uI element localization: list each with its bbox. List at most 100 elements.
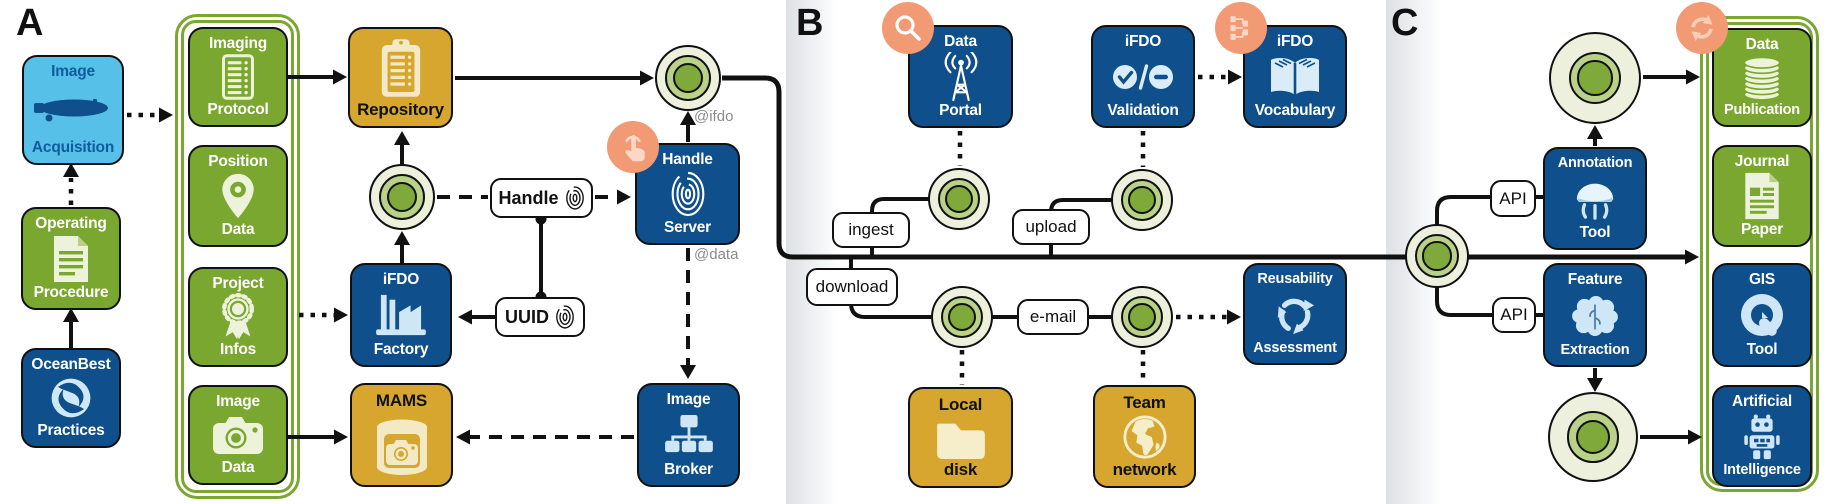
image-acquisition-label-top: Image [51,63,95,80]
annotation-tool-node[interactable]: Annotation Tool [1543,147,1647,250]
reusability-assessment-label-top: Reusability [1257,271,1333,287]
database-stack-icon [1743,56,1781,101]
download-pill[interactable]: download [806,268,898,306]
imaging-protocol-node[interactable]: Imaging Protocol [188,27,288,127]
project-infos-label-bottom: Infos [219,340,257,358]
email-pill[interactable]: e-mail [1017,299,1089,335]
position-data-node[interactable]: Position Data [188,145,288,247]
imaging-protocol-label-bottom: Protocol [207,100,269,118]
touch-action-badge [607,121,659,173]
upload-pill[interactable]: upload [1012,209,1090,245]
brain-icon [1572,295,1618,336]
search-icon [895,15,921,41]
factory-icon [376,294,426,336]
ifdo-factory-label-top: iFDO [382,271,420,288]
oceanbest-wave-icon [51,378,91,418]
data-publication-node[interactable]: Data Publication [1712,28,1812,127]
camera-icon [213,417,263,454]
touch-hand-icon [625,134,645,162]
check-minus-icon [1113,63,1173,90]
api-pill-bottom-label: API [1500,305,1528,324]
team-network-label-bottom: network [1112,460,1177,480]
at-ifdo-annotation: @ifdo [694,108,734,125]
ifdo-validation-label-bottom: Validation [1107,101,1179,119]
handle-server-label-top: Handle [662,151,713,168]
fingerprint-icon [671,171,704,217]
uuid-pill[interactable]: UUID [495,297,585,337]
api-pill-top[interactable]: API [1490,180,1536,217]
artificial-intelligence-node[interactable]: Artificial Intelligence [1712,385,1812,487]
annotation-tool-label-bottom: Tool [1579,223,1611,241]
reusability-assessment-label-bottom: Assessment [1253,339,1337,356]
milestone-node [1549,32,1641,124]
download-pill-label: download [815,277,889,296]
feature-extraction-node[interactable]: Feature Extraction [1543,263,1647,367]
jellyfish-icon [1576,183,1614,220]
project-infos-label-top: Project [212,275,264,292]
fingerprint-icon [556,305,574,329]
milestone-node [1111,286,1173,348]
ifdo-validation-label-top: iFDO [1124,33,1162,50]
data-portal-label-top: Data [944,33,977,50]
section-a-label: A [16,2,44,44]
data-publication-label-bottom: Publication [1724,101,1800,118]
uuid-pill-label: UUID [505,306,549,327]
local-disk-node[interactable]: Local disk [908,387,1013,488]
ifdo-factory-node[interactable]: iFDO Factory [350,263,452,367]
refresh-arrows-icon [1691,15,1713,41]
position-data-label-top: Position [208,153,268,170]
oceanbest-practices-label-top: OceanBest [31,356,111,373]
operating-procedure-node[interactable]: Operating Procedure [21,207,121,310]
map-pin-icon [222,173,254,219]
repository-label: Repository [357,100,444,120]
local-disk-label-bottom: disk [943,460,978,480]
journal-paper-label-top: Journal [1734,153,1790,170]
milestone-node [369,164,435,230]
repository-node[interactable]: Repository [348,27,453,128]
image-broker-label-bottom: Broker [664,460,713,478]
image-acquisition-node[interactable]: Image Acquisition [22,55,124,165]
antenna-icon [944,51,977,101]
award-ribbon-icon [222,293,254,340]
email-pill-label: e-mail [1029,307,1077,326]
journal-paper-label-bottom: Paper [1740,220,1784,238]
mams-node[interactable]: MAMS [350,383,453,487]
ingest-pill[interactable]: ingest [832,212,910,248]
image-broker-node[interactable]: Image Broker [637,383,740,487]
team-network-node[interactable]: Team network [1093,385,1196,488]
local-disk-label-top: Local [938,395,983,414]
ifdo-factory-label-bottom: Factory [373,340,429,358]
milestone-node [1548,392,1638,482]
handle-pid-pill[interactable]: Handle [490,178,593,218]
api-pill-top-label: API [1499,188,1527,208]
globe-icon [1122,414,1167,459]
upload-pill-label: upload [1025,217,1077,236]
gis-tool-node[interactable]: GIS Tool [1712,263,1812,367]
imaging-protocol-label-top: Imaging [208,35,268,52]
section-b-label: B [796,2,824,44]
artificial-intelligence-label-top: Artificial [1731,393,1792,410]
gis-tool-label-bottom: Tool [1746,340,1778,358]
reusability-assessment-node[interactable]: Reusability Assessment [1243,263,1347,365]
ifdo-validation-node[interactable]: iFDO Validation [1091,25,1195,128]
vocabulary-graph-badge [1215,2,1267,54]
milestone-node [1111,169,1173,231]
mams-label: MAMS [375,391,428,410]
journal-paper-node[interactable]: Journal Paper [1712,145,1812,247]
document-icon [54,235,88,282]
ifdo-vocabulary-label-bottom: Vocabulary [1254,101,1336,119]
image-data-label-top: Image [216,393,260,410]
gis-tool-label-top: GIS [1748,271,1776,288]
api-pill-bottom[interactable]: API [1492,297,1536,333]
recycle-badge [1676,2,1728,54]
image-data-node[interactable]: Image Data [188,385,288,485]
team-network-label-top: Team [1123,393,1166,412]
oceanbest-practices-node[interactable]: OceanBest Practices [21,348,121,448]
operating-procedure-label-bottom: Procedure [33,283,109,301]
project-infos-node[interactable]: Project Infos [188,267,288,367]
folder-icon [936,423,985,459]
open-book-icon [1271,57,1319,95]
checklist-icon [222,54,254,100]
milestone-node [931,286,993,348]
